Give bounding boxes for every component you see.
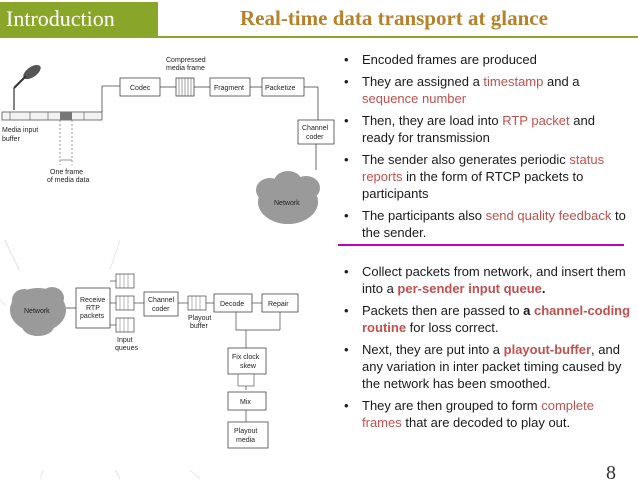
media-buffer-strip (1, 111, 103, 121)
channel-coder-box (297, 119, 335, 145)
playout-buffer-stack (187, 295, 207, 311)
network-cloud-icon (256, 171, 320, 224)
svg-text:skew: skew (240, 363, 257, 370)
bullet-text: and ready for transmission (362, 113, 595, 145)
bullet-text: a (523, 303, 534, 318)
bullet-text: They are then grouped to form (362, 398, 542, 413)
fix-clock-box (227, 347, 267, 375)
input-queues-stack (115, 273, 135, 333)
packetize-label: Packetize (265, 85, 295, 92)
bullet-item: Encoded frames are produced (340, 51, 630, 68)
svg-text:Channel: Channel (148, 297, 175, 304)
svg-text:media frame: media frame (166, 65, 205, 72)
svg-text:coder: coder (306, 134, 324, 141)
label-media-input-buffer: Media input (2, 127, 38, 134)
bullet-item: They are assigned a timestamp and a sequ… (340, 73, 630, 107)
codec-label: Codec (130, 85, 151, 92)
label-one-frame: One frame (50, 169, 83, 176)
bullet-text: status reports (362, 152, 605, 184)
svg-text:media: media (236, 437, 255, 444)
microphone-icon (13, 64, 41, 110)
bullet-text: timestamp (483, 74, 544, 89)
section-tab: Introduction (0, 2, 158, 36)
bullet-text: channel-coding routine (362, 303, 631, 335)
bullet-text: Encoded frames are produced (362, 52, 537, 67)
bullet-text: , and any variation in inter packet timi… (362, 342, 622, 391)
playout-media-box (227, 421, 269, 449)
bullet-text: in the form of RTCP packets to participa… (362, 169, 584, 201)
section-label: Introduction (6, 6, 115, 31)
sender-diagram: Media input buffer One frame of media da… (0, 50, 335, 240)
receive-label: Receive (80, 297, 105, 304)
sender-bullet-list: Encoded frames are producedThey are assi… (340, 51, 630, 246)
receiver-diagram: Network Receive RTP packets Input queues… (6, 270, 332, 470)
mix-label: Mix (240, 399, 251, 406)
bullet-text: . (541, 281, 546, 296)
bullet-text: complete frames (362, 398, 594, 430)
compressed-label: Compressed (166, 57, 206, 64)
svg-text:RTP: RTP (86, 305, 100, 312)
bullet-item: Collect packets from network, and insert… (340, 263, 632, 297)
bullet-text: for loss correct. (406, 320, 499, 335)
playout-buffer-label: Playout (188, 315, 211, 322)
channel-coder-label-1: Channel (302, 125, 329, 132)
receiver-bullet-list: Collect packets from network, and insert… (340, 263, 632, 436)
bullet-text: and a (543, 74, 580, 89)
bullet-text: playout-buffer (503, 342, 592, 357)
playout-media-label: Playout (234, 428, 257, 435)
svg-text:packets: packets (80, 313, 105, 320)
slide-title: Real-time data transport at glance (240, 6, 548, 30)
svg-text:queues: queues (115, 345, 138, 352)
svg-text:buffer: buffer (190, 323, 208, 330)
bullet-text: They are assigned a (362, 74, 484, 89)
bullet-text: Then, they are load into (362, 113, 503, 128)
svg-text:coder: coder (152, 306, 170, 313)
bullet-text: Next, they are put into a (362, 342, 504, 357)
skew-buffer-stack (237, 373, 255, 387)
bullet-text: RTP packet (502, 113, 570, 128)
bullet-text: send quality feedback (485, 208, 612, 223)
bullet-text: Packets then are passed to (362, 303, 524, 318)
bullet-text: The participants also (362, 208, 486, 223)
bullet-item: The sender also generates periodic statu… (340, 151, 630, 202)
receive-box (75, 287, 111, 329)
title-bar: Introduction Real-time data transport at… (0, 0, 638, 40)
bullet-text: sequence number (362, 91, 467, 106)
decode-label: Decode (220, 301, 244, 308)
bullet-item: Then, they are load into RTP packet and … (340, 112, 630, 146)
mix-box (227, 391, 267, 411)
svg-text:buffer: buffer (2, 136, 20, 143)
bullet-item: Packets then are passed to a channel-cod… (340, 302, 632, 336)
bullet-item: They are then grouped to form complete f… (340, 397, 632, 431)
section-divider (338, 244, 624, 246)
channel-coder-box (143, 291, 179, 317)
svg-text:of media data: of media data (47, 177, 90, 184)
bullet-text: that are decoded to play out. (401, 415, 571, 430)
bullet-item: The participants also send quality feedb… (340, 207, 630, 241)
repair-label: Repair (268, 301, 289, 308)
bullet-text: The sender also generates periodic (362, 152, 570, 167)
input-queues-label: Input (117, 337, 133, 344)
network-label: Network (274, 200, 300, 207)
bullet-item: Next, they are put into a playout-buffer… (340, 341, 632, 392)
page-number: 8 (606, 462, 616, 484)
network-label: Network (24, 308, 50, 315)
fragment-label: Fragment (214, 85, 244, 92)
bullet-text: to the sender. (362, 208, 626, 240)
bullet-text: Collect packets from network, and insert… (362, 264, 626, 296)
bullet-text: per-sender input queue (397, 281, 542, 296)
fix-clock-label: Fix clock (232, 354, 260, 361)
compressed-frame-stack (175, 77, 195, 97)
network-cloud-icon (10, 287, 66, 336)
title-underline (0, 36, 638, 38)
